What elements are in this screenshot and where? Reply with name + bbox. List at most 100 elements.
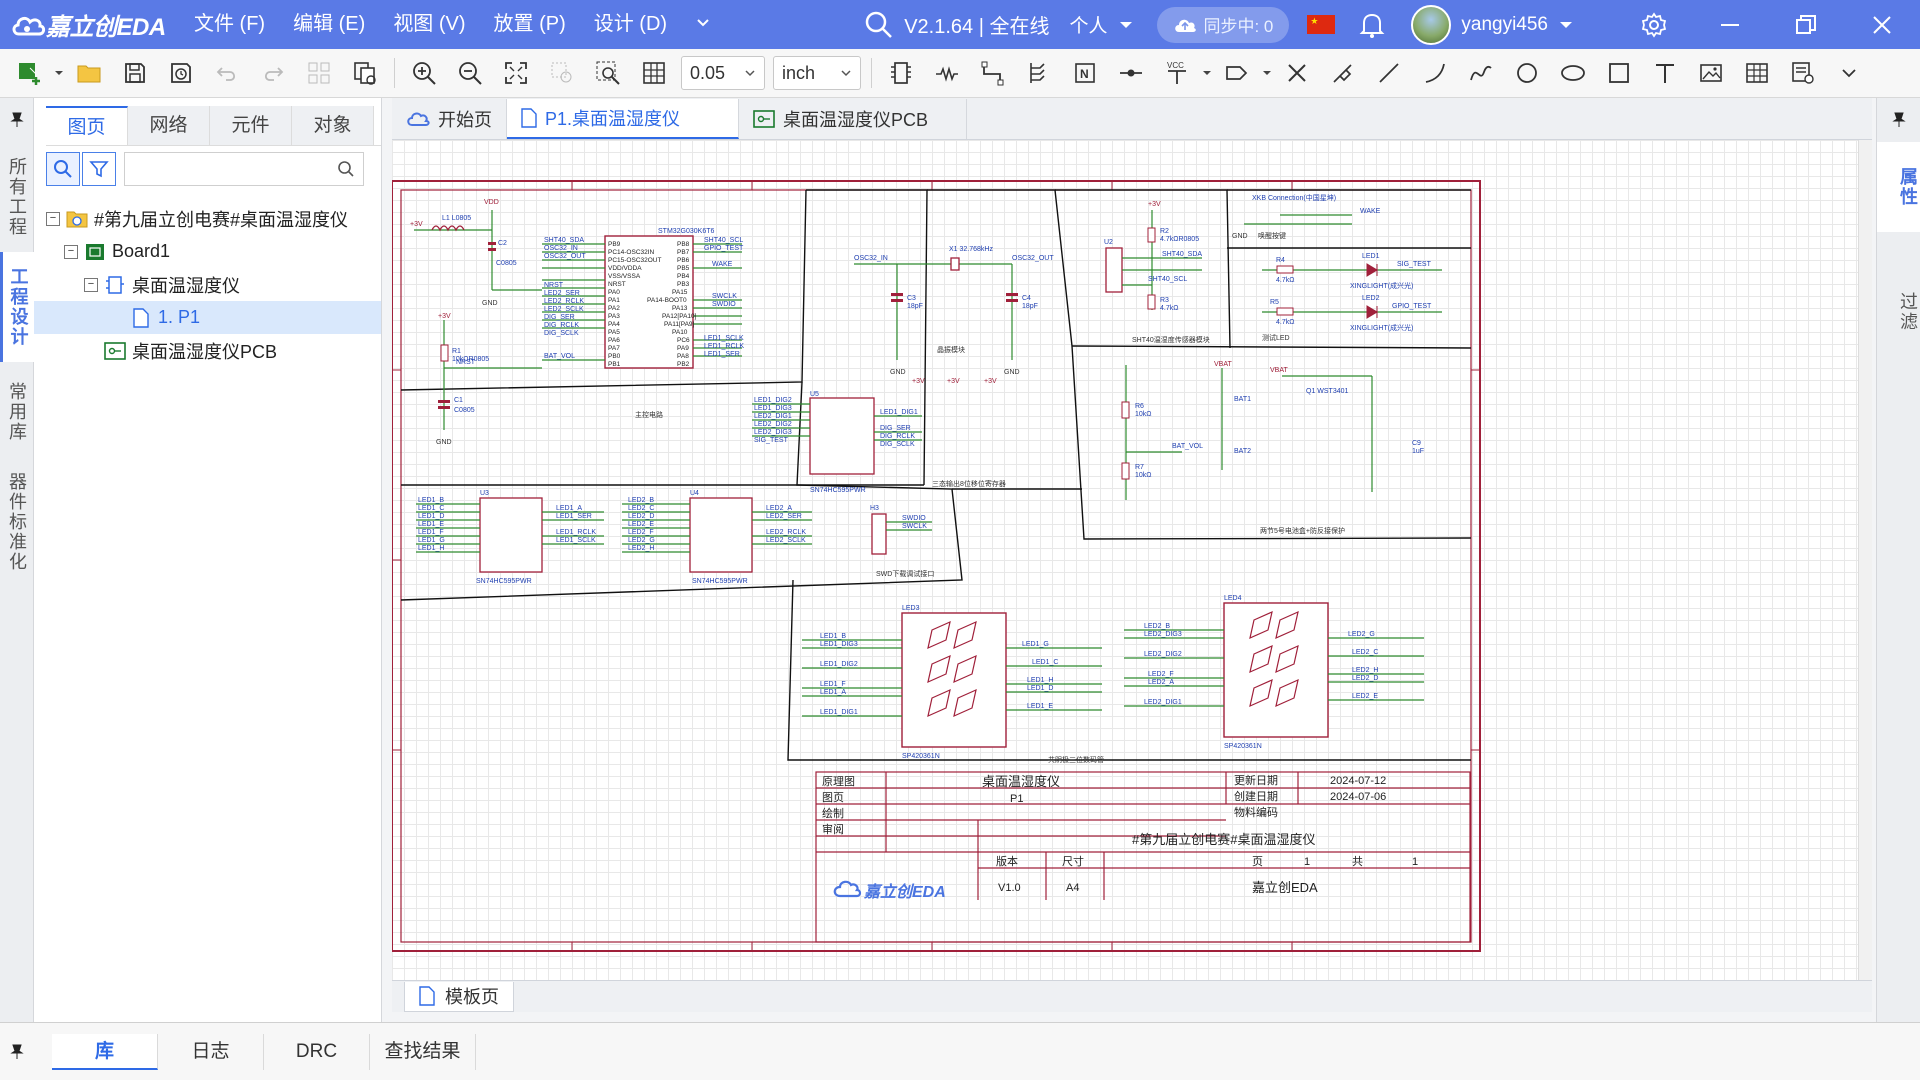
new-caret-icon[interactable]	[52, 53, 66, 93]
tab-template-page[interactable]: 模板页	[404, 981, 514, 1012]
minimize-icon[interactable]	[1692, 0, 1768, 49]
probe-icon[interactable]	[1320, 53, 1366, 93]
new-project-icon[interactable]	[6, 53, 52, 93]
strip-project-design[interactable]: 工程设计	[0, 252, 34, 362]
place-net-port-icon[interactable]	[1108, 53, 1154, 93]
tab-components[interactable]: 元件	[210, 106, 292, 145]
strip-all-projects[interactable]: 所有工程	[7, 157, 27, 237]
menu-place[interactable]: 放置 (P)	[493, 13, 566, 35]
place-net-flag-icon[interactable]	[1214, 53, 1260, 93]
draw-ellipse-icon[interactable]	[1550, 53, 1596, 93]
zoom-out-icon[interactable]	[447, 53, 493, 93]
strip-filter[interactable]: 过滤	[1898, 292, 1918, 332]
menu-design[interactable]: 设计 (D)	[593, 13, 668, 35]
close-icon[interactable]	[1844, 0, 1920, 49]
pin-icon[interactable]	[0, 1044, 34, 1060]
menu-view[interactable]: 视图 (V)	[393, 13, 466, 35]
draw-text-icon[interactable]	[1642, 53, 1688, 93]
language-flag-icon[interactable]	[1307, 15, 1336, 34]
undo-icon[interactable]	[204, 53, 250, 93]
flag-caret-icon[interactable]	[1260, 53, 1274, 93]
collapse-toggle-icon[interactable]: −	[84, 277, 98, 292]
tree-item-pcb[interactable]: 桌面温湿度仪PCB	[34, 334, 381, 367]
tab-library[interactable]: 库	[52, 1033, 158, 1070]
strip-common-library[interactable]: 常用库	[7, 382, 27, 442]
toolbar-more-chevron-icon[interactable]	[1826, 53, 1872, 93]
grid-icon[interactable]	[631, 53, 677, 93]
zoom-in-icon[interactable]	[401, 53, 447, 93]
svg-text:VBAT: VBAT	[1270, 367, 1288, 374]
tab-pcb[interactable]: 桌面温湿度仪PCB	[739, 99, 967, 139]
draw-bezier-icon[interactable]	[1458, 53, 1504, 93]
pin-icon[interactable]	[1877, 98, 1920, 142]
svg-text:LED3: LED3	[902, 605, 920, 612]
vcc-caret-icon[interactable]	[1200, 53, 1214, 93]
pin-icon[interactable]	[0, 98, 33, 142]
tab-find-results[interactable]: 查找结果	[370, 1033, 476, 1070]
place-vcc-icon[interactable]: VCC	[1154, 53, 1200, 93]
tree-item-board[interactable]: − Board1	[34, 235, 381, 268]
tree-item-page[interactable]: 1. P1	[34, 301, 381, 334]
filter-icon[interactable]	[82, 152, 116, 186]
copy-format-icon[interactable]	[342, 53, 388, 93]
collapse-toggle-icon[interactable]: −	[64, 244, 78, 259]
toolbar-config-icon[interactable]	[1780, 53, 1826, 93]
menu-edit[interactable]: 编辑 (E)	[293, 13, 366, 35]
redo-icon[interactable]	[250, 53, 296, 93]
tab-start-page[interactable]: 开始页	[392, 99, 507, 139]
search-icon[interactable]	[46, 152, 80, 186]
svg-text:OSC32_IN: OSC32_IN	[544, 245, 578, 252]
app-logo[interactable]: 嘉立创EDA	[10, 7, 180, 42]
sync-status[interactable]: 同步中: 0	[1157, 6, 1290, 43]
place-wire-icon[interactable]	[924, 53, 970, 93]
mcu-caption: 主控电路	[635, 410, 663, 419]
zoom-selection-icon[interactable]	[539, 53, 585, 93]
strip-properties[interactable]: 属性	[1877, 142, 1920, 232]
strip-device-standardization[interactable]: 器件标准化	[7, 472, 27, 572]
tree-item-schematic[interactable]: − 桌面温湿度仪	[34, 268, 381, 301]
tab-drc[interactable]: DRC	[264, 1033, 370, 1070]
array-copy-icon[interactable]	[296, 53, 342, 93]
insert-image-icon[interactable]	[1688, 53, 1734, 93]
username[interactable]: yangyi456	[1461, 13, 1548, 35]
place-bus-icon[interactable]	[970, 53, 1016, 93]
draw-rectangle-icon[interactable]	[1596, 53, 1642, 93]
no-connect-icon[interactable]	[1274, 53, 1320, 93]
place-device-icon[interactable]	[878, 53, 924, 93]
tree-search-input[interactable]	[124, 152, 364, 186]
draw-arc-icon[interactable]	[1412, 53, 1458, 93]
zoom-area-icon[interactable]	[585, 53, 631, 93]
user-menu-caret-icon[interactable]	[1556, 15, 1576, 35]
notification-bell-icon[interactable]	[1359, 11, 1385, 39]
draw-line-icon[interactable]	[1366, 53, 1412, 93]
user-avatar[interactable]	[1411, 4, 1452, 45]
save-history-icon[interactable]	[158, 53, 204, 93]
search-icon[interactable]	[864, 10, 894, 40]
tab-objects[interactable]: 对象	[292, 106, 374, 145]
insert-table-icon[interactable]	[1734, 53, 1780, 93]
fit-view-icon[interactable]	[493, 53, 539, 93]
menu-file[interactable]: 文件 (F)	[194, 13, 266, 35]
place-net-label-icon[interactable]: N	[1062, 53, 1108, 93]
unit-select[interactable]: inch	[773, 56, 861, 90]
workspace-select[interactable]: 个人	[1069, 16, 1108, 37]
settings-gear-icon[interactable]	[1616, 0, 1692, 49]
menu-more-chevron-icon[interactable]	[681, 0, 725, 49]
canvas-vertical-scrollbar[interactable]	[1858, 140, 1872, 980]
restore-icon[interactable]	[1768, 0, 1844, 49]
caret-down-icon[interactable]	[1115, 14, 1137, 36]
tab-schematic-page[interactable]: P1.桌面温湿度仪	[507, 99, 739, 139]
tab-log[interactable]: 日志	[158, 1033, 264, 1070]
draw-circle-icon[interactable]	[1504, 53, 1550, 93]
tab-nets[interactable]: 网络	[128, 106, 210, 145]
save-icon[interactable]	[112, 53, 158, 93]
open-folder-icon[interactable]	[66, 53, 112, 93]
grid-size-select[interactable]: 0.05	[681, 56, 765, 90]
place-bus-entry-icon[interactable]	[1016, 53, 1062, 93]
connector-label: XKB Connection(中国星坤)	[1252, 193, 1336, 202]
tree-item-project[interactable]: − #第九届立创电赛#桌面温湿度仪	[34, 202, 381, 235]
tree-label-page: 1. P1	[158, 307, 201, 327]
tab-pages[interactable]: 图页	[46, 106, 128, 145]
collapse-toggle-icon[interactable]: −	[46, 211, 60, 226]
